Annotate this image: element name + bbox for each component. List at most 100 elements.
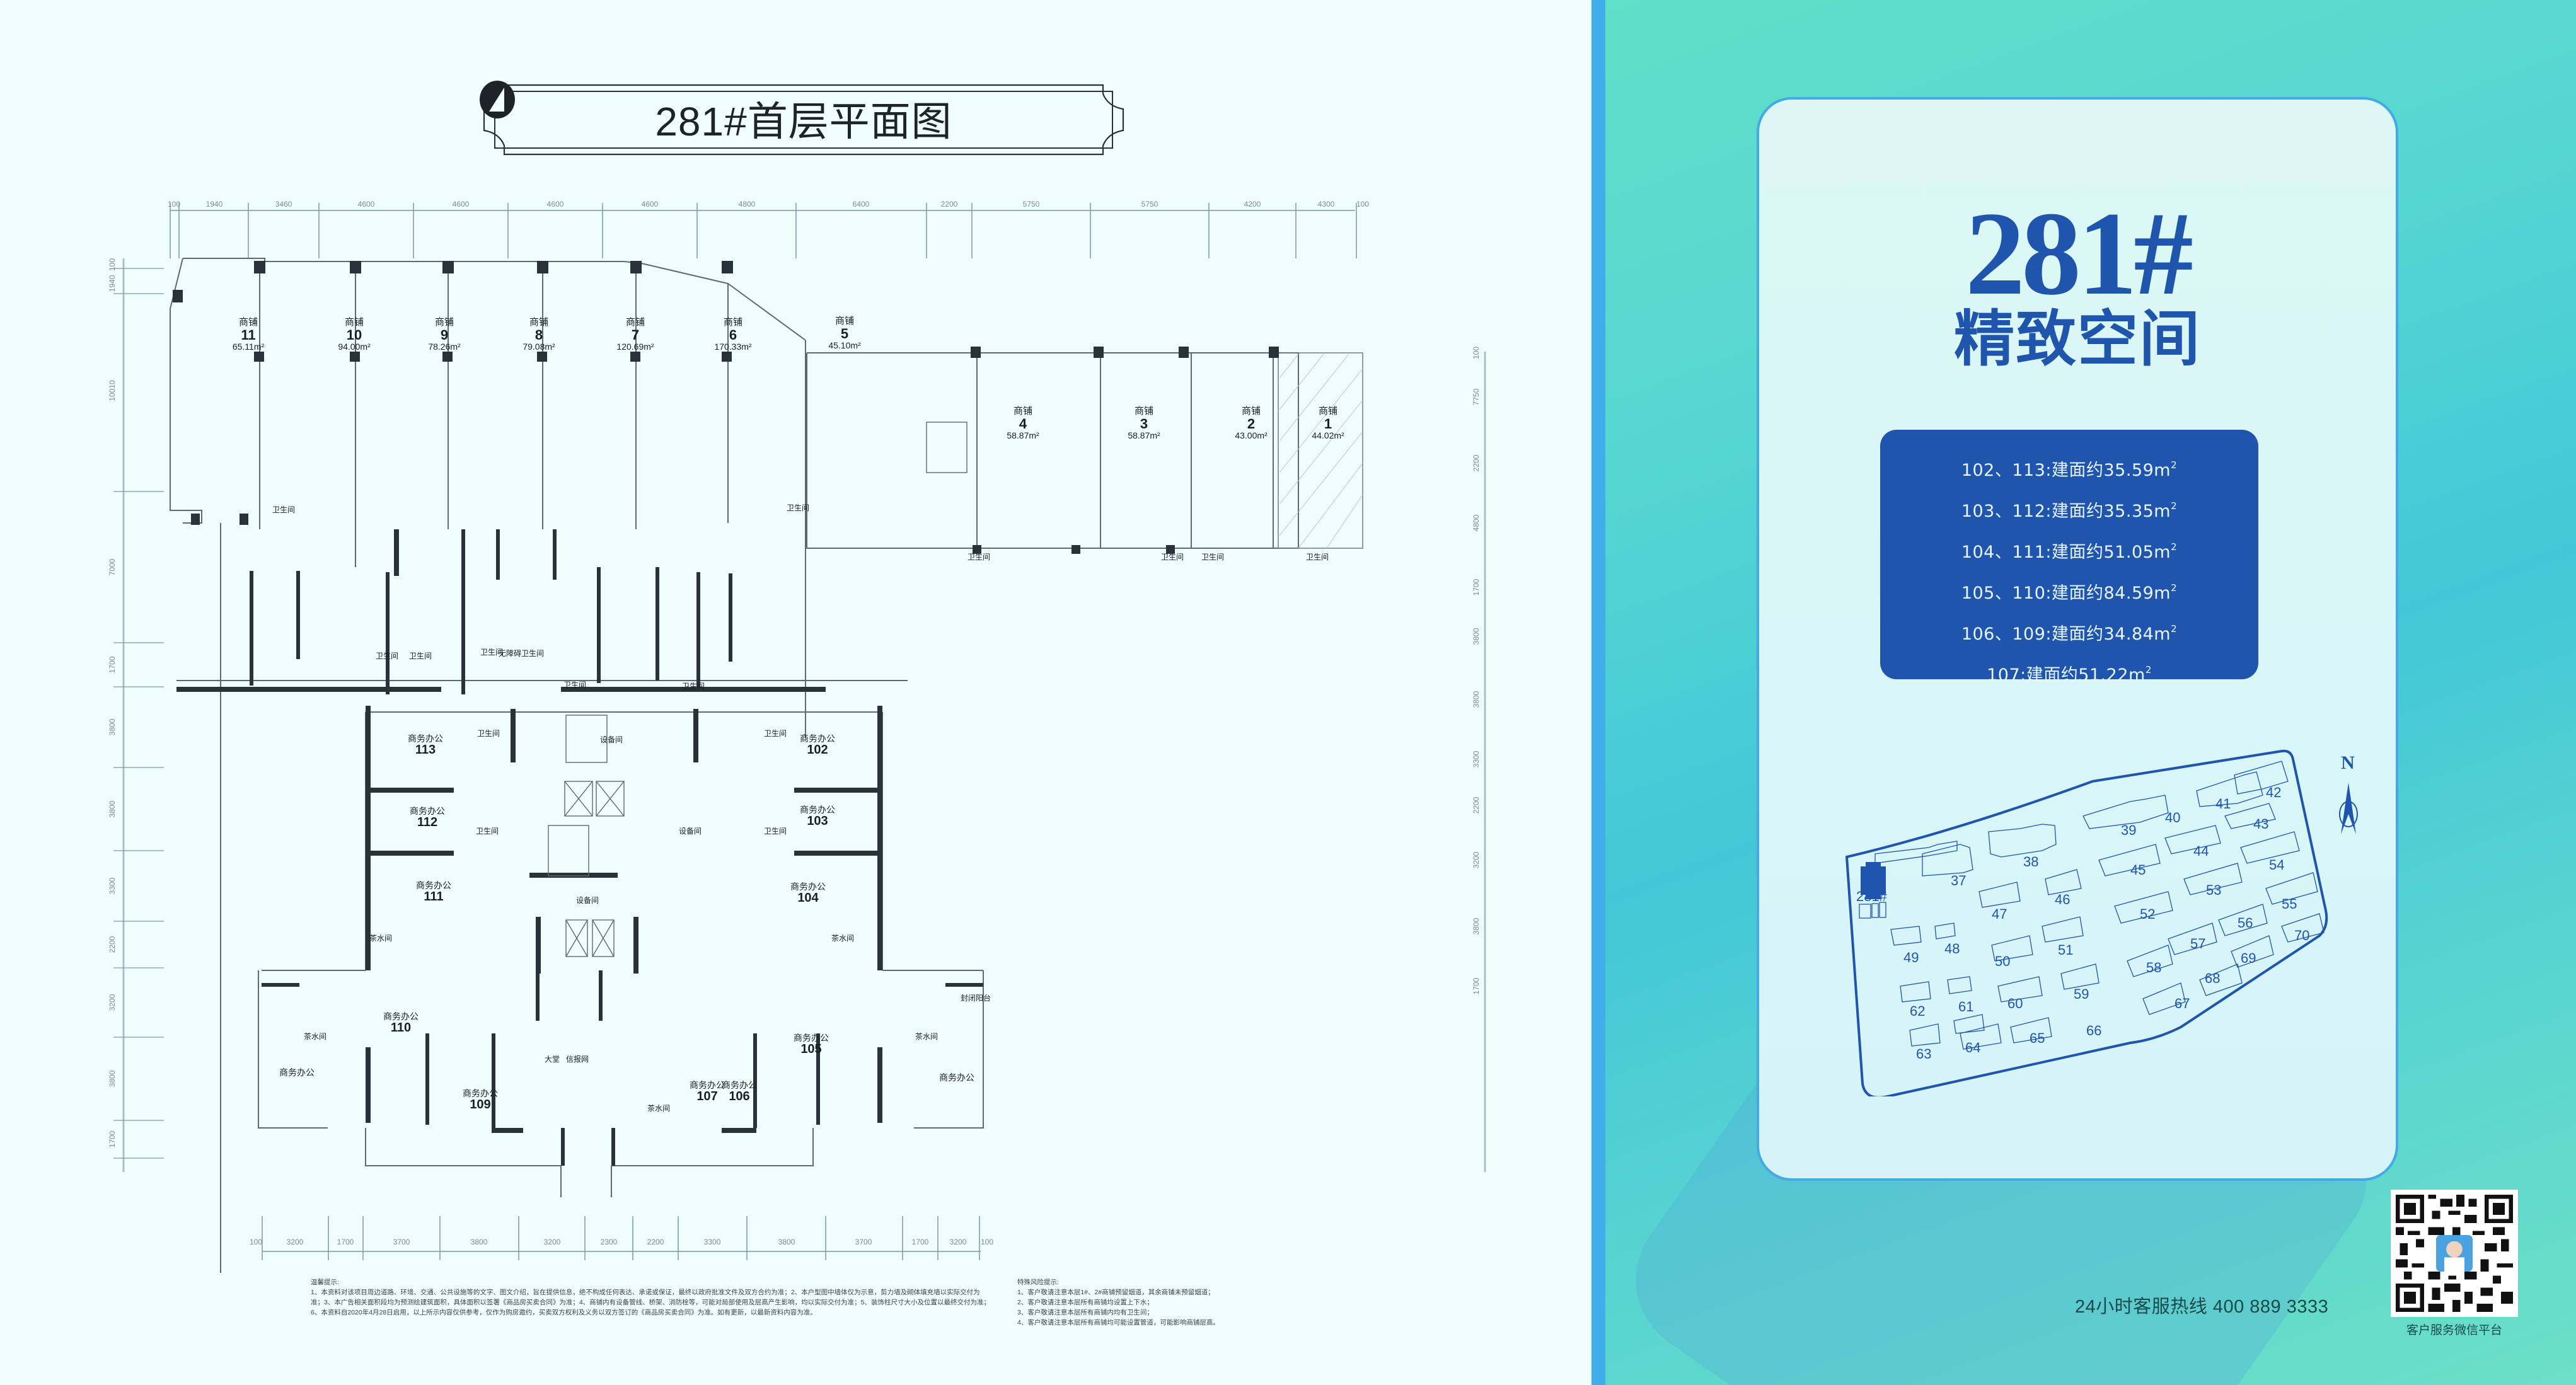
- shop-6[interactable]: 商铺 6 170.33m²: [714, 317, 752, 352]
- floor-plan-drawing: 100 1940 3460 4600 4600 4600 4600 4800 6…: [108, 200, 1486, 1273]
- office-110[interactable]: 商务办公 110: [383, 1011, 419, 1035]
- svg-text:38: 38: [2023, 854, 2038, 870]
- svg-text:42: 42: [2266, 784, 2281, 800]
- area-list: 102、113:建面约35.59m2 103、112:建面约35.35m2 10…: [1880, 430, 2258, 685]
- toilet-label: 卫生间: [408, 652, 432, 660]
- hatched-area: [1278, 352, 1363, 549]
- office-111[interactable]: 商务办公 111: [416, 880, 451, 904]
- office-106[interactable]: 商务办公 106: [722, 1080, 757, 1103]
- tea-room-label: 茶水间: [915, 1032, 939, 1041]
- site-map: 281# 37 38 39 40 41 42 43 44 45 46 47 48…: [1828, 744, 2395, 1099]
- accent-stripe: [1591, 0, 1605, 1385]
- qr-code[interactable]: [2391, 1190, 2518, 1317]
- shop-2[interactable]: 商铺 2 43.00m²: [1235, 406, 1268, 440]
- qr-caption: 客户服务微信平台: [2406, 1324, 2502, 1337]
- shop-10[interactable]: 商铺 10 94.00m²: [338, 317, 371, 352]
- svg-text:2200: 2200: [108, 936, 117, 953]
- office-unnumbered-right[interactable]: 商务办公: [939, 1072, 974, 1083]
- svg-text:N: N: [2341, 752, 2355, 773]
- svg-text:62: 62: [1910, 1003, 1925, 1019]
- toilet-label: 卫生间: [1201, 553, 1225, 561]
- svg-text:39: 39: [2121, 822, 2136, 838]
- svg-text:37: 37: [1951, 873, 1966, 888]
- shop-11[interactable]: 商铺 11 65.11m²: [232, 317, 265, 352]
- office-unnumbered-left[interactable]: 商务办公: [279, 1067, 315, 1078]
- svg-text:3200: 3200: [108, 994, 117, 1011]
- toilet-label: 卫生间: [475, 827, 499, 836]
- svg-text:40: 40: [2165, 810, 2180, 825]
- svg-text:57: 57: [2190, 936, 2205, 951]
- area-row: 106、109:建面约34.84m2: [1961, 623, 2178, 644]
- office-113[interactable]: 商务办公 113: [408, 733, 443, 757]
- svg-text:58: 58: [2146, 960, 2161, 975]
- svg-text:2200: 2200: [1472, 454, 1481, 471]
- svg-text:2200: 2200: [1472, 796, 1481, 813]
- svg-text:43: 43: [2253, 816, 2268, 832]
- risk-item: 1、客户敬请注意本层1#、2#商铺预留烟道，其余商铺未预留烟道；: [1017, 1289, 1215, 1296]
- svg-text:6400: 6400: [853, 200, 870, 209]
- svg-text:56: 56: [2238, 915, 2253, 931]
- toilet-label: 卫生间: [563, 681, 587, 689]
- svg-text:3800: 3800: [1472, 628, 1481, 645]
- plan-title: 281#首层平面图: [655, 99, 952, 144]
- svg-text:67: 67: [2175, 996, 2190, 1011]
- toilet-label: 卫生间: [681, 682, 705, 691]
- svg-text:47: 47: [1992, 906, 2007, 922]
- risk-item: 3、客户敬请注意本层所有商铺内均有卫生间；: [1017, 1309, 1153, 1316]
- toilet-label: 卫生间: [375, 652, 399, 660]
- svg-text:70: 70: [2294, 928, 2309, 943]
- shop-partitions: [259, 265, 1274, 567]
- shop-8[interactable]: 商铺 8 79.08m²: [523, 317, 555, 352]
- building-footprints: [1859, 761, 2325, 1050]
- site-boundary: [1845, 749, 2328, 1099]
- svg-text:100: 100: [1472, 347, 1481, 359]
- office-103[interactable]: 商务办公 103: [800, 805, 835, 828]
- svg-text:3800: 3800: [1472, 691, 1481, 708]
- svg-text:2200: 2200: [941, 200, 958, 209]
- svg-text:3200: 3200: [544, 1238, 561, 1246]
- card-subtitle: 精致空间: [1954, 306, 2201, 373]
- tea-room-label: 茶水间: [647, 1104, 671, 1113]
- tea-room-label: 茶水间: [831, 934, 855, 943]
- risk-tips: 特殊风险提示: 1、客户敬请注意本层1#、2#商铺预留烟道，其余商铺未预留烟道；…: [1017, 1277, 1395, 1328]
- shop-1[interactable]: 商铺 1 44.02m²: [1312, 406, 1344, 440]
- shop-9[interactable]: 商铺 9 78.26m²: [428, 317, 461, 352]
- svg-text:44: 44: [2193, 843, 2209, 859]
- svg-text:65: 65: [2030, 1030, 2045, 1046]
- shop-5[interactable]: 商铺 5 45.10m²: [828, 316, 861, 350]
- office-112[interactable]: 商务办公 112: [410, 806, 445, 829]
- office-107[interactable]: 商务办公 107: [690, 1080, 725, 1103]
- svg-text:100: 100: [981, 1238, 993, 1246]
- top-dimension-line: [170, 203, 1357, 258]
- lobby-label: 大堂: [544, 1055, 560, 1064]
- svg-text:3300: 3300: [704, 1238, 721, 1246]
- toilet-label: 卫生间: [763, 729, 787, 738]
- svg-text:46: 46: [2055, 892, 2070, 907]
- office-109[interactable]: 商务办公 109: [463, 1088, 498, 1112]
- svg-text:41: 41: [2215, 796, 2231, 812]
- svg-text:4800: 4800: [739, 200, 756, 209]
- svg-text:48: 48: [1944, 941, 1960, 957]
- svg-text:100: 100: [108, 258, 117, 271]
- office-105[interactable]: 商务办公 105: [794, 1033, 829, 1056]
- svg-text:2200: 2200: [647, 1238, 664, 1246]
- svg-text:66: 66: [2086, 1023, 2101, 1038]
- shop-3[interactable]: 商铺 3 58.87m²: [1128, 406, 1160, 440]
- svg-text:50: 50: [1995, 953, 2010, 969]
- risk-item: 4、客户敬请注意本层所有商铺均可能设置管道，可能影响商铺层高。: [1017, 1319, 1220, 1326]
- svg-text:3460: 3460: [275, 200, 292, 209]
- svg-text:3700: 3700: [855, 1238, 872, 1246]
- svg-text:68: 68: [2205, 970, 2220, 986]
- office-102[interactable]: 商务办公 102: [800, 733, 835, 757]
- office-104[interactable]: 商务办公 104: [790, 882, 826, 905]
- risk-tips-title: 特殊风险提示:: [1017, 1279, 1059, 1286]
- toilet-label: 卫生间: [786, 503, 810, 512]
- warm-tips: 温馨提示: 1、本资料对该项目周边道路、环境、交通、公共设施等的文字、图文介绍，…: [311, 1277, 991, 1318]
- risk-item: 2、客户敬请注意本层所有商铺均设置上下水；: [1017, 1299, 1153, 1306]
- svg-text:64: 64: [1965, 1040, 1980, 1055]
- svg-text:3300: 3300: [1472, 750, 1481, 767]
- svg-text:4600: 4600: [453, 200, 470, 209]
- shop-7[interactable]: 商铺 7 120.69m²: [616, 317, 654, 352]
- toilet-label: 卫生间: [477, 729, 500, 738]
- shop-4[interactable]: 商铺 4 58.87m²: [1007, 406, 1039, 440]
